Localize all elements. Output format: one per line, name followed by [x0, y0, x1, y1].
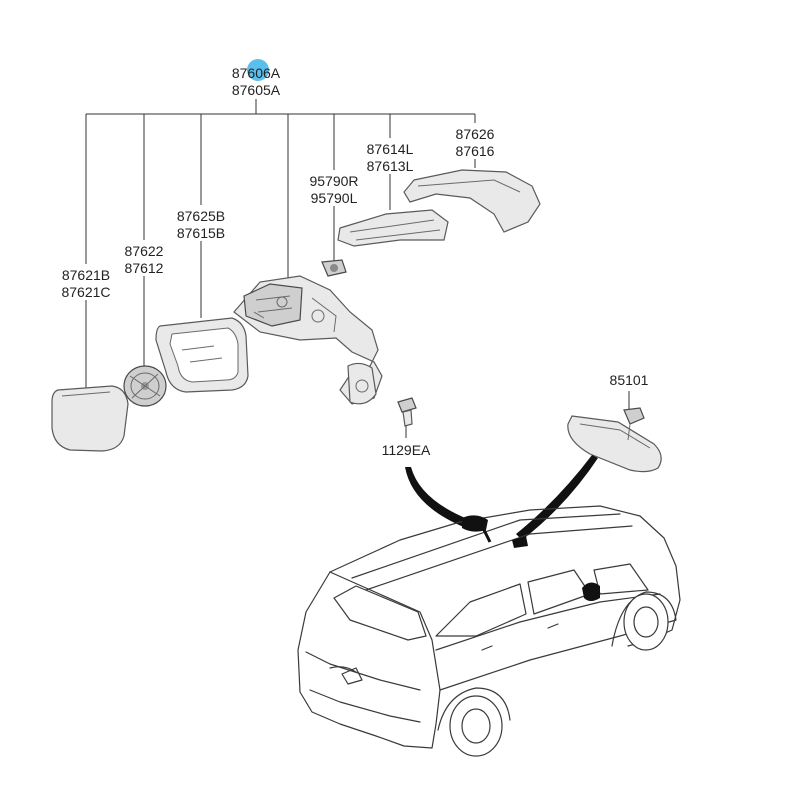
label-cover-2[interactable]: 87616 [456, 143, 495, 159]
label-actuator-1[interactable]: 87622 [125, 243, 164, 259]
callout-band-inside-mirror [516, 455, 598, 540]
label-side-repeater-1[interactable]: 87614L [367, 141, 414, 157]
label-bolt[interactable]: 1129EA [382, 442, 431, 458]
housing-frame-part[interactable] [155, 317, 249, 393]
mirror-glass-part[interactable] [51, 385, 129, 452]
label-assembly-1[interactable]: 87606A [232, 65, 281, 81]
mirror-base-part[interactable] [233, 275, 383, 405]
label-camera-2[interactable]: 95790L [311, 190, 358, 206]
label-actuator-2[interactable]: 87612 [125, 260, 164, 276]
label-assembly-2[interactable]: 87605A [232, 82, 281, 98]
inside-mirror-part[interactable] [567, 407, 662, 473]
leader-lines [85, 99, 630, 438]
mirror-cover-part[interactable] [403, 169, 541, 233]
side-repeater-part[interactable] [337, 209, 449, 247]
vehicle-illustration [297, 505, 681, 757]
bolt-part[interactable] [397, 397, 417, 427]
label-housing-2[interactable]: 87615B [177, 225, 225, 241]
camera-part[interactable] [321, 259, 347, 277]
label-camera-1[interactable]: 95790R [309, 173, 358, 189]
highlight-marker[interactable] [247, 59, 269, 81]
label-mirror-glass-1[interactable]: 87621B [62, 267, 110, 283]
label-side-repeater-2[interactable]: 87613L [367, 158, 414, 174]
label-inside-mirror[interactable]: 85101 [610, 372, 649, 388]
actuator-part[interactable] [123, 365, 167, 407]
label-cover-1[interactable]: 87626 [456, 126, 495, 142]
label-mirror-glass-2[interactable]: 87621C [61, 284, 110, 300]
label-housing-1[interactable]: 87625B [177, 208, 225, 224]
callout-band-door-mirror [405, 467, 470, 528]
